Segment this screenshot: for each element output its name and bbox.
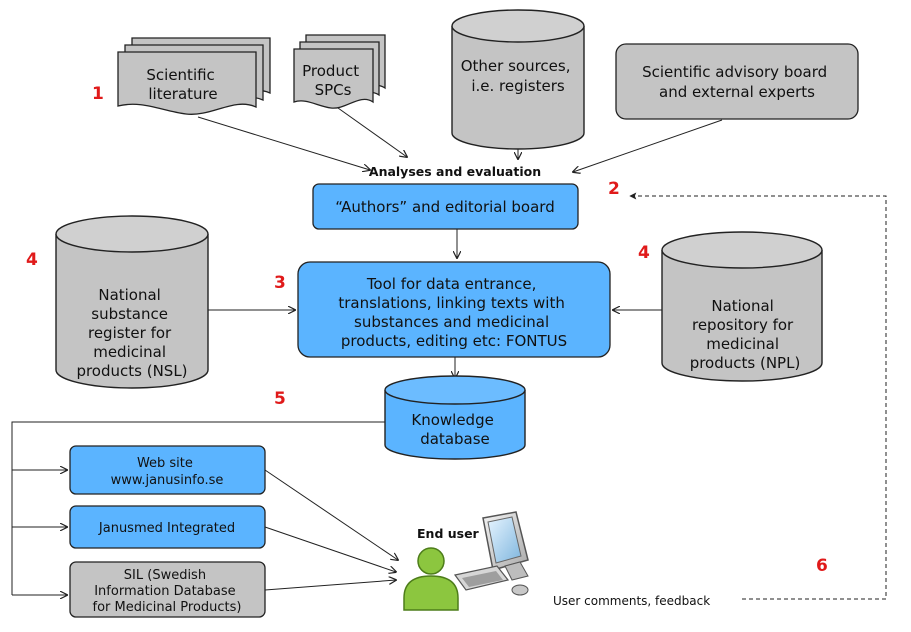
- arrow-advisory-to-analyses: [573, 119, 723, 172]
- svg-text:Other sources, i.e. regi: Other sources, i.e. registers: [461, 57, 576, 95]
- arrow-spcs-to-analyses: [337, 107, 407, 157]
- tool-line-1: Tool for data entrance,: [366, 275, 537, 293]
- tool-line-2: translations, linking texts with: [338, 294, 565, 312]
- sil-line-3: for Medicinal Products): [93, 600, 242, 615]
- svg-text:Product SPCs: Product SPCs: [302, 62, 364, 99]
- step-number-3: 3: [274, 273, 286, 293]
- step-number-4-left: 4: [26, 250, 38, 270]
- step-number-2: 2: [608, 179, 620, 199]
- step-number-1: 1: [92, 84, 104, 104]
- nsl-line-4: medicinal: [93, 343, 166, 361]
- other-sources-cylinder: Other sources, i.e. registers: [451, 9, 585, 150]
- svg-text:National repository for: National repository for medicinal produc…: [690, 297, 801, 372]
- sil-box: SIL (Swedish Information Database for Me…: [69, 561, 266, 618]
- literature-line-1: Scientific: [146, 66, 214, 84]
- distribution-line: [11, 421, 385, 595]
- feedback-label: User comments, feedback: [553, 594, 710, 608]
- nsl-line-3: register for: [88, 324, 172, 342]
- nsl-line-2: substance: [91, 305, 168, 323]
- feedback-dashed-line: [629, 192, 887, 600]
- advisory-board-box: Scientific advisory board and external e…: [615, 43, 859, 120]
- database-line-2: database: [420, 430, 490, 448]
- janusmed-box: Janusmed Integrated: [69, 505, 266, 549]
- fontus-tool-box: Tool for data entrance, translations, li…: [297, 261, 611, 358]
- arrow-janusmed-to-user: [264, 526, 396, 572]
- product-spcs-source: Product SPCs: [293, 34, 386, 109]
- svg-text:Web site www.janusinfo.s: Web site www.janusinfo.se: [111, 456, 224, 488]
- npl-line-3: medicinal: [706, 335, 779, 353]
- authors-label: “Authors” and editorial board: [335, 198, 554, 216]
- end-user-label: End user: [417, 526, 480, 541]
- nsl-cylinder: National substance register for medicina…: [55, 215, 209, 389]
- nsl-line-1: National: [98, 286, 161, 304]
- svg-text:Scientific literature: Scientific literature: [146, 66, 219, 103]
- spcs-line-2: SPCs: [315, 81, 352, 99]
- npl-cylinder: National repository for medicinal produc…: [661, 231, 823, 382]
- website-box: Web site www.janusinfo.se: [69, 445, 266, 495]
- arrow-website-to-user: [264, 469, 398, 560]
- analyses-label: Analyses and evaluation: [369, 164, 541, 179]
- other-sources-line-1: Other sources,: [461, 57, 571, 75]
- svg-text:Tool for data entrance,: Tool for data entrance, translations, li…: [338, 275, 569, 350]
- sil-line-2: Information Database: [94, 584, 235, 599]
- spcs-line-1: Product: [302, 62, 359, 80]
- nsl-line-5: products (NSL): [76, 362, 187, 380]
- janusmed-label: Janusmed Integrated: [98, 521, 235, 536]
- npl-line-2: repository for: [692, 316, 794, 334]
- advisory-line-1: Scientific advisory board: [642, 63, 827, 81]
- arrow-literature-to-analyses: [197, 116, 370, 170]
- knowledge-database-cylinder: Knowledge database: [384, 375, 526, 460]
- computer-icon: [453, 511, 529, 596]
- svg-text:Knowledge database: Knowledge database: [411, 411, 498, 448]
- advisory-line-2: and external experts: [659, 83, 815, 101]
- tool-line-4: products, editing etc: FONTUS: [341, 332, 567, 350]
- step-number-6: 6: [816, 556, 828, 576]
- svg-text:SIL (Swedish Information: SIL (Swedish Information Database for Me…: [93, 568, 242, 615]
- step-number-4-right: 4: [638, 243, 650, 263]
- sil-line-1: SIL (Swedish: [124, 568, 206, 583]
- tool-line-3: substances and medicinal: [354, 313, 549, 331]
- authors-editorial-box: “Authors” and editorial board: [312, 183, 579, 230]
- database-line-1: Knowledge: [411, 411, 493, 429]
- user-icon: [403, 547, 459, 611]
- npl-line-4: products (NPL): [690, 354, 801, 372]
- step-number-5: 5: [274, 389, 286, 409]
- literature-line-2: literature: [148, 85, 217, 103]
- scientific-literature-source: Scientific literature: [117, 37, 271, 115]
- arrow-sil-to-user: [264, 580, 396, 591]
- npl-line-1: National: [711, 297, 774, 315]
- svg-text:Scientific advisory board: Scientific advisory board and external e…: [642, 63, 832, 101]
- svg-text:National substance: National substance register for medicina…: [76, 286, 187, 380]
- website-line-2: www.janusinfo.se: [111, 473, 224, 488]
- other-sources-line-2: i.e. registers: [471, 77, 565, 95]
- website-line-1: Web site: [137, 456, 193, 471]
